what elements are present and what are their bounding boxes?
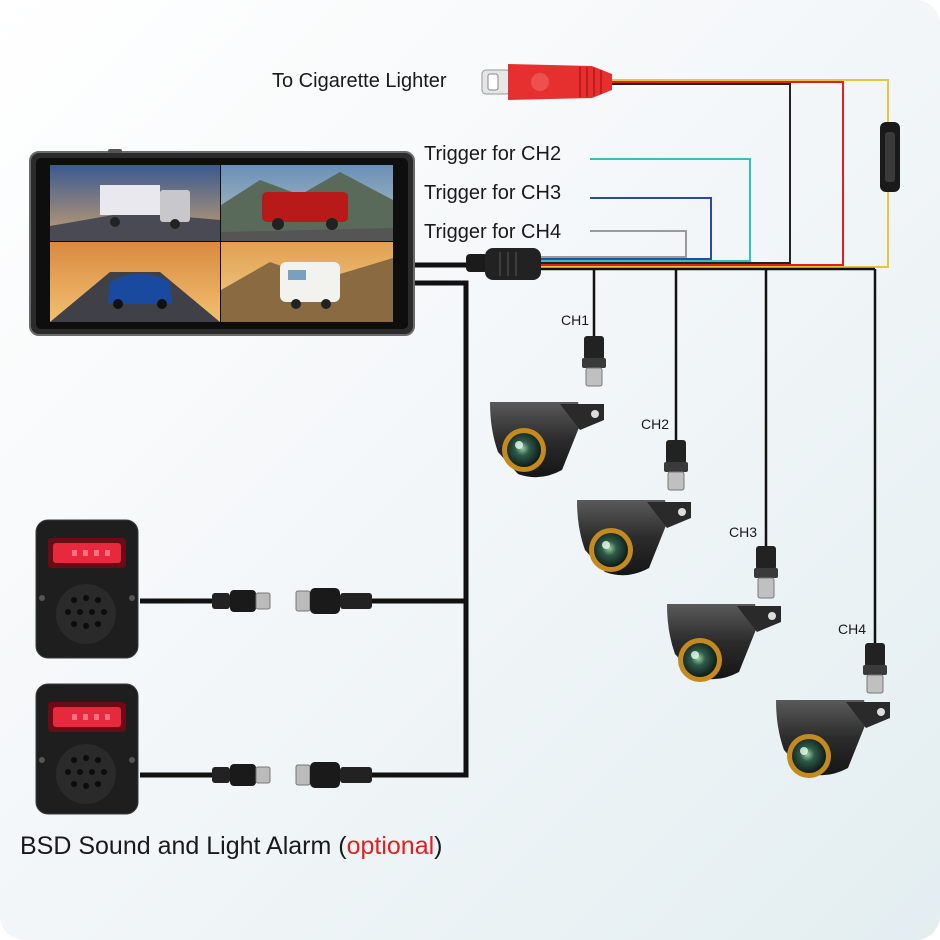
camera-ch2	[577, 440, 691, 576]
alarm-cable	[140, 262, 469, 778]
monitor	[29, 149, 415, 336]
camera-ch3	[667, 546, 781, 682]
camera-ch1	[490, 336, 606, 478]
main-connector	[466, 248, 541, 280]
alarm-caption-close-paren: )	[434, 832, 443, 860]
channel-label-ch2: CH2	[641, 416, 670, 432]
trigger-ch4-label: Trigger for CH4	[424, 221, 562, 243]
channel-label-ch4: CH4	[838, 621, 867, 637]
screen-quad-3	[50, 242, 220, 322]
trigger-wires	[540, 158, 751, 262]
aviation-connector-2	[212, 762, 372, 788]
channel-label-ch3: CH3	[729, 524, 758, 540]
fuse-holder	[880, 122, 900, 192]
aviation-connector-1	[212, 588, 372, 614]
bsd-alarm-2	[35, 683, 139, 815]
camera-cables	[540, 267, 877, 645]
power-cable	[540, 79, 889, 268]
alarm-caption-main: BSD Sound and Light Alarm	[20, 832, 332, 860]
cigarette-lighter-plug	[481, 64, 612, 100]
camera-ch4	[776, 643, 890, 778]
alarm-caption: BSD Sound and Light Alarm (optional)	[20, 832, 443, 861]
cigarette-lighter-label: To Cigarette Lighter	[272, 70, 447, 92]
trigger-ch2-label: Trigger for CH2	[424, 143, 562, 165]
channel-label-ch1: CH1	[561, 312, 590, 328]
trigger-ch3-label: Trigger for CH3	[424, 182, 562, 204]
alarm-caption-open-paren: (	[338, 832, 347, 860]
screen-quad-1	[50, 165, 220, 241]
screen-quad-2	[221, 165, 393, 241]
alarm-caption-optional: optional	[346, 832, 435, 860]
screen-quad-4	[221, 242, 393, 322]
bsd-alarm-1	[35, 519, 139, 659]
